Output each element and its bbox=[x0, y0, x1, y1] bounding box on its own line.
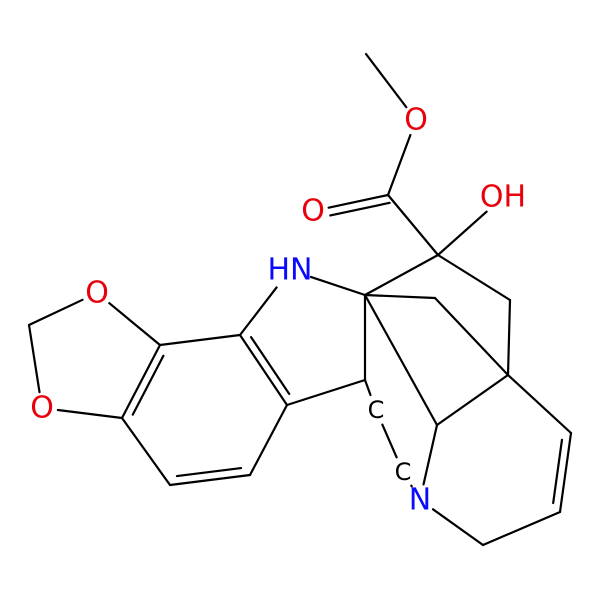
bond-a4-a6 bbox=[436, 253, 512, 302]
bond-a7-a8 bbox=[506, 373, 573, 435]
bond-a27-a26 bbox=[27, 323, 41, 394]
bond-a19-a20 bbox=[238, 333, 289, 407]
bond-a0-a1 bbox=[364, 52, 408, 109]
bond-a22-a23 bbox=[120, 416, 172, 487]
atom-label-a11: N bbox=[409, 483, 431, 518]
bond-a6-a7 bbox=[506, 298, 512, 377]
bond-a18-a7 bbox=[433, 296, 510, 377]
bond-a20-a14 bbox=[285, 378, 367, 407]
atom-label-a5: OH bbox=[480, 180, 526, 215]
bond-a25-a27 bbox=[27, 298, 84, 327]
bond-layer bbox=[27, 52, 573, 547]
bond-a1-a2 bbox=[386, 133, 412, 197]
bond-a4-a5 bbox=[436, 210, 488, 257]
atom-label-a3: O bbox=[301, 194, 325, 229]
bond-a2-a3 bbox=[327, 193, 390, 209]
bond-a12-a13 bbox=[381, 423, 398, 459]
bond-a24-a19 bbox=[158, 333, 242, 347]
bond-a19-a20-second-line bbox=[250, 336, 291, 395]
atom-label-a13: C bbox=[368, 396, 385, 424]
atom-label-a12: C bbox=[395, 458, 412, 486]
bond-a23-a24 bbox=[120, 343, 162, 420]
bond-a8-a9 bbox=[558, 431, 573, 514]
bond-a15-a7 bbox=[435, 373, 510, 427]
bond-a21-a22 bbox=[168, 473, 252, 487]
bond-a16-a4 bbox=[363, 253, 440, 297]
bond-a10-a11 bbox=[431, 508, 485, 547]
bond-a8-a9-second-line bbox=[552, 438, 564, 505]
bond-a21-a22-second-line bbox=[175, 466, 243, 478]
bond-a9-a10 bbox=[481, 510, 562, 547]
bond-a16-a18 bbox=[363, 293, 437, 300]
atom-label-a25: O bbox=[85, 276, 109, 311]
bond-a23-a24-second-line bbox=[131, 354, 165, 416]
bond-a2-a4 bbox=[386, 193, 440, 257]
atom-label-a26: O bbox=[30, 391, 54, 426]
bond-a20-a21 bbox=[248, 403, 289, 477]
bond-a26-a23 bbox=[56, 408, 124, 420]
atom-label-a17: HN bbox=[268, 253, 313, 288]
bond-a16-a17 bbox=[309, 275, 367, 297]
bond-a11-a15 bbox=[422, 423, 439, 486]
bond-a17-a19 bbox=[238, 286, 278, 337]
bond-a2-a3-second-line bbox=[329, 201, 391, 217]
bond-a15-a16 bbox=[363, 293, 439, 427]
bond-a24-a25 bbox=[108, 302, 162, 347]
bond-a13-a14 bbox=[363, 378, 372, 397]
atom-label-a1: O bbox=[404, 103, 428, 138]
